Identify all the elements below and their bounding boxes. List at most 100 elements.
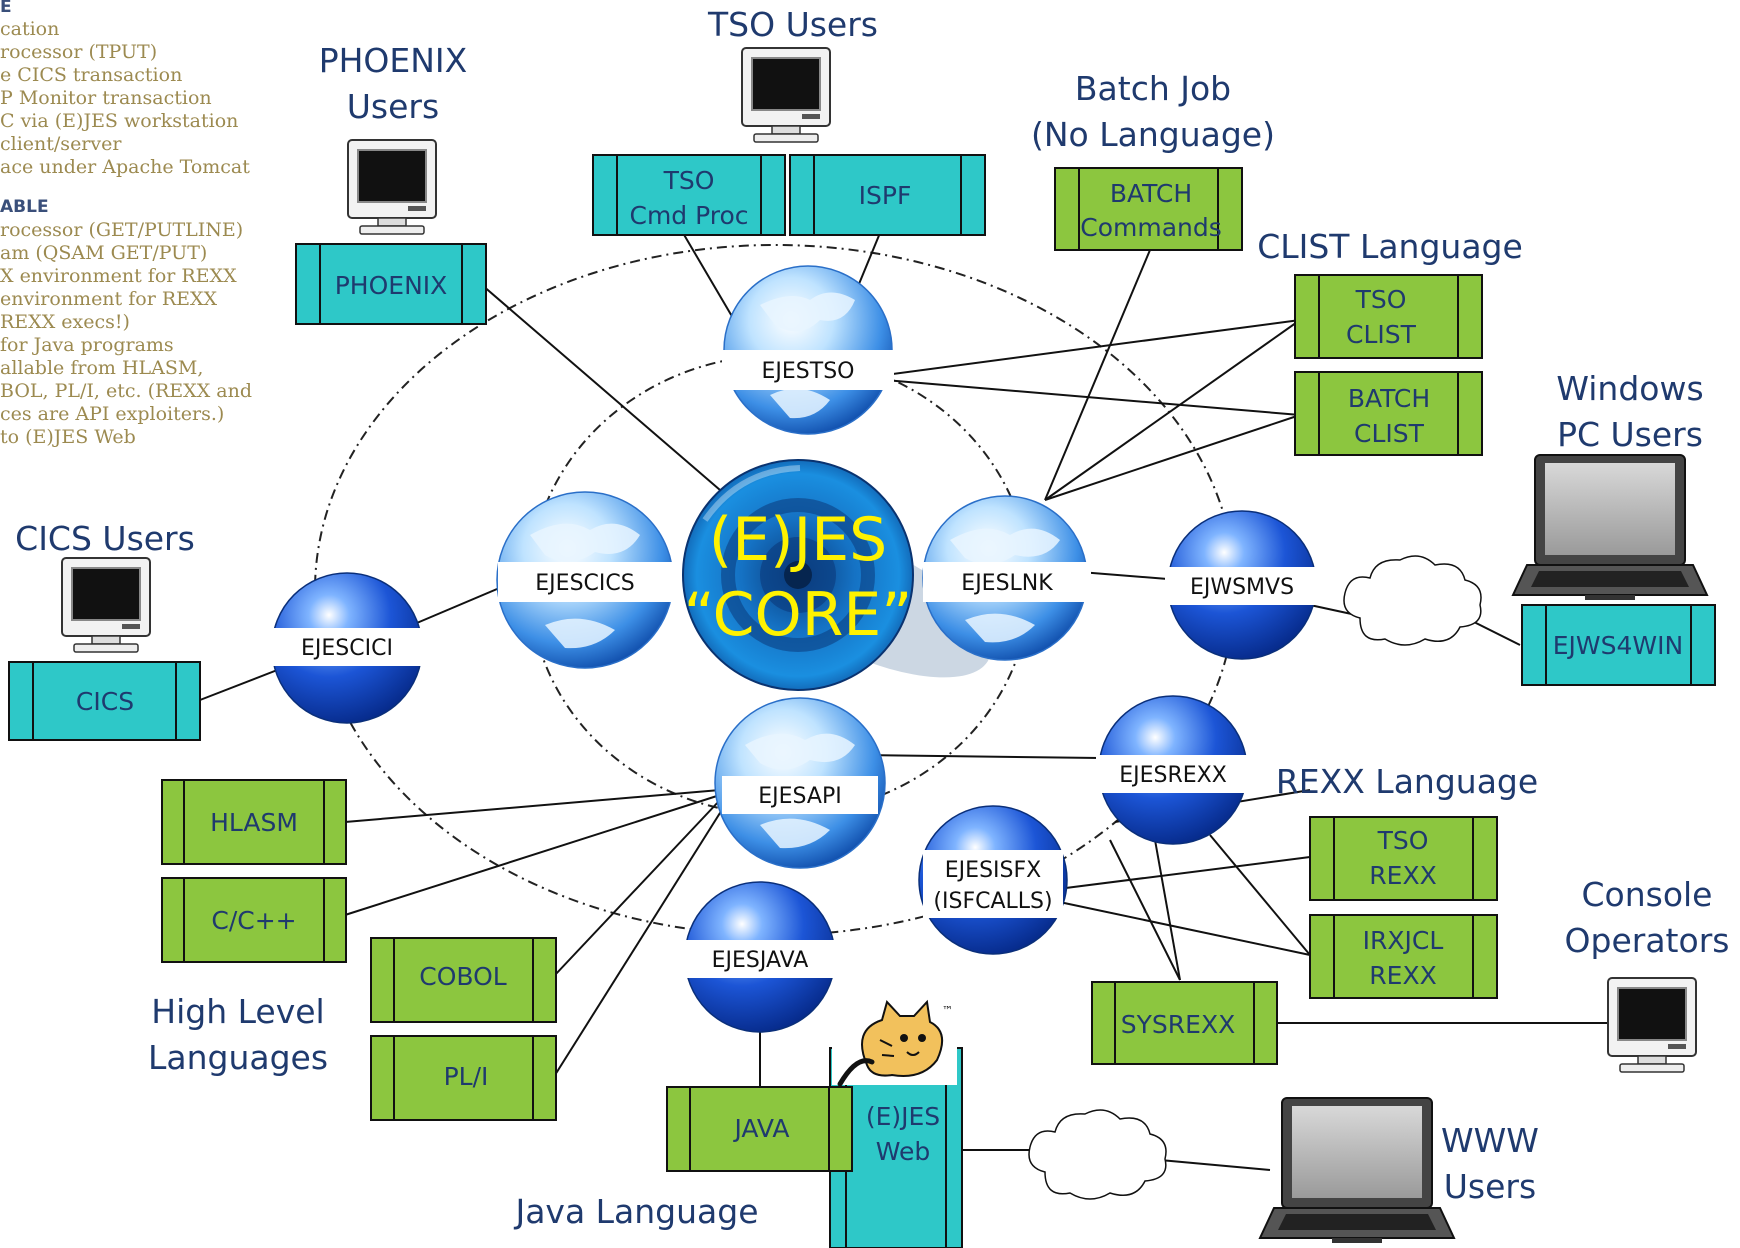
- box-batch-commands-line2: Commands: [1080, 213, 1222, 242]
- core-label-line2: “CORE”: [684, 580, 913, 650]
- box-tso-rexx-line1: TSO: [1377, 826, 1429, 855]
- clist-language-heading: CLIST Language: [1257, 227, 1523, 266]
- tomcat-cat-icon: ™: [832, 999, 957, 1087]
- box-batch-clist-line2: CLIST: [1354, 419, 1425, 448]
- box-tso-rexx-line2: REXX: [1369, 861, 1436, 890]
- sidebar-section-a-title: E: [0, 0, 12, 17]
- crt-monitor-icon: [1607, 977, 1697, 1073]
- sphere-ejescici: EJESCICI: [270, 572, 424, 724]
- box-sysrexx-line1: SYSREXX: [1121, 1010, 1235, 1039]
- sphere-ejescici-label: EJESCICI: [301, 636, 393, 661]
- high-level-languages-heading-line2: Languages: [148, 1038, 328, 1077]
- batch-job-heading-line1: Batch Job: [1075, 69, 1231, 108]
- sphere-ejesrexx: EJESREXX: [1096, 695, 1250, 845]
- box-c-cpp: C/C++: [161, 877, 347, 963]
- high-level-languages-heading-line1: High Level: [151, 992, 324, 1031]
- headings: TSO Users PHOENIX Users Batch Job (No La…: [15, 5, 1729, 1231]
- box-tso-cmd-proc-line1: TSO: [663, 166, 715, 195]
- sidebar-text: E cation rocessor (TPUT) e CICS transact…: [0, 0, 252, 448]
- sidebar-line: C via (E)JES workstation: [0, 110, 238, 132]
- globe-ejesapi: EJESAPI: [714, 697, 886, 869]
- console-operators-heading-line2: Operators: [1565, 921, 1730, 960]
- sidebar-line: rocessor (TPUT): [0, 41, 157, 63]
- box-hlasm: HLASM: [161, 779, 347, 865]
- box-tso-cmd-proc: TSO Cmd Proc: [592, 154, 786, 236]
- windows-pc-users-heading-line2: PC Users: [1557, 415, 1703, 454]
- core-label-line1: (E)JES: [709, 505, 887, 575]
- sphere-ejesjava-label: EJESJAVA: [712, 948, 809, 973]
- crt-monitor-icon: [347, 139, 437, 235]
- box-java: JAVA: [666, 1086, 853, 1172]
- sidebar-line: environment for REXX: [0, 288, 218, 310]
- cics-users-heading: CICS Users: [15, 519, 195, 558]
- box-irxjcl-rexx-line2: REXX: [1369, 961, 1436, 990]
- java-language-heading: Java Language: [513, 1192, 758, 1231]
- www-users-heading-line2: Users: [1444, 1167, 1536, 1206]
- crt-monitor-icon: [741, 47, 831, 143]
- phoenix-users-heading-line1: PHOENIX: [319, 41, 468, 80]
- console-operators-heading-line1: Console: [1581, 875, 1712, 914]
- box-batch-commands: BATCH Commands: [1054, 167, 1243, 251]
- box-tso-clist-line1: TSO: [1355, 285, 1407, 314]
- network-cloud-icon: [1343, 555, 1482, 646]
- laptop-icon: [1511, 454, 1709, 600]
- sidebar-line: ace under Apache Tomcat: [0, 156, 250, 178]
- box-ejws4win-line1: EJWS4WIN: [1553, 631, 1683, 660]
- box-ejes-web-line1: (E)JES: [866, 1102, 940, 1131]
- box-phoenix: PHOENIX: [295, 243, 487, 325]
- sphere-ejwsmvs-label: EJWSMVS: [1190, 575, 1294, 600]
- box-c-cpp-line1: C/C++: [211, 906, 296, 935]
- globe-ejestso-label: EJESTSO: [762, 359, 855, 384]
- sidebar-line: e CICS transaction: [0, 64, 182, 86]
- windows-pc-users-heading-line1: Windows: [1556, 369, 1703, 408]
- globe-ejescics: EJESCICS: [496, 491, 674, 669]
- box-ejes-web-line2: Web: [876, 1137, 931, 1166]
- sphere-ejesisfx: EJESISFX (ISFCALLS): [918, 805, 1068, 955]
- sidebar-line: X environment for REXX: [0, 265, 237, 287]
- globe-ejeslnk: EJESLNK: [922, 495, 1091, 661]
- www-users-heading-line1: WWW: [1441, 1121, 1539, 1160]
- box-ispf: ISPF: [789, 154, 986, 236]
- box-phoenix-line1: PHOENIX: [335, 271, 448, 300]
- globe-ejescics-label: EJESCICS: [535, 571, 634, 596]
- box-hlasm-line1: HLASM: [210, 808, 298, 837]
- laptop-icon: [1258, 1097, 1456, 1243]
- core-sphere: (E)JES “CORE”: [682, 459, 991, 691]
- globe-ejesapi-label: EJESAPI: [758, 784, 841, 809]
- sidebar-line: REXX execs!): [0, 311, 130, 333]
- box-pli: PL/I: [370, 1035, 557, 1121]
- box-cics-line1: CICS: [76, 687, 134, 716]
- box-ejws4win: EJWS4WIN: [1521, 604, 1716, 686]
- box-pli-line1: PL/I: [444, 1062, 489, 1091]
- sidebar-line: cation: [0, 18, 59, 40]
- crt-monitor-icon: [61, 557, 151, 653]
- box-sysrexx: SYSREXX: [1091, 981, 1278, 1065]
- sidebar-line: ces are API exploiters.): [0, 403, 224, 425]
- sidebar-line: for Java programs: [0, 334, 174, 356]
- box-tso-cmd-proc-line2: Cmd Proc: [629, 201, 748, 230]
- sidebar-line: BOL, PL/I, etc. (REXX and: [0, 380, 252, 402]
- rexx-language-heading: REXX Language: [1276, 762, 1538, 801]
- box-irxjcl-rexx: IRXJCL REXX: [1309, 914, 1498, 999]
- connector-lines: [199, 232, 1610, 1171]
- box-batch-clist: BATCH CLIST: [1294, 371, 1483, 456]
- sphere-ejwsmvs: EJWSMVS: [1165, 510, 1319, 660]
- box-irxjcl-rexx-line1: IRXJCL: [1363, 926, 1444, 955]
- box-cobol: COBOL: [370, 937, 557, 1023]
- box-cics: CICS: [8, 661, 201, 741]
- sphere-ejesrexx-label: EJESREXX: [1119, 763, 1227, 788]
- box-tso-rexx: TSO REXX: [1309, 816, 1498, 901]
- globe-ejestso: EJESTSO: [722, 265, 894, 435]
- sidebar-line: allable from HLASM,: [0, 357, 203, 379]
- batch-job-heading-line2: (No Language): [1031, 115, 1275, 154]
- box-ispf-line1: ISPF: [859, 181, 912, 210]
- box-tso-clist-line2: CLIST: [1346, 320, 1417, 349]
- sidebar-line: P Monitor transaction: [0, 87, 212, 109]
- sphere-ejesisfx-label-line2: (ISFCALLS): [933, 889, 1052, 914]
- tomcat-trademark: ™: [942, 1004, 953, 1017]
- box-batch-clist-line1: BATCH: [1348, 384, 1430, 413]
- box-tso-clist: TSO CLIST: [1294, 274, 1483, 359]
- network-cloud-icon: [1028, 1109, 1167, 1200]
